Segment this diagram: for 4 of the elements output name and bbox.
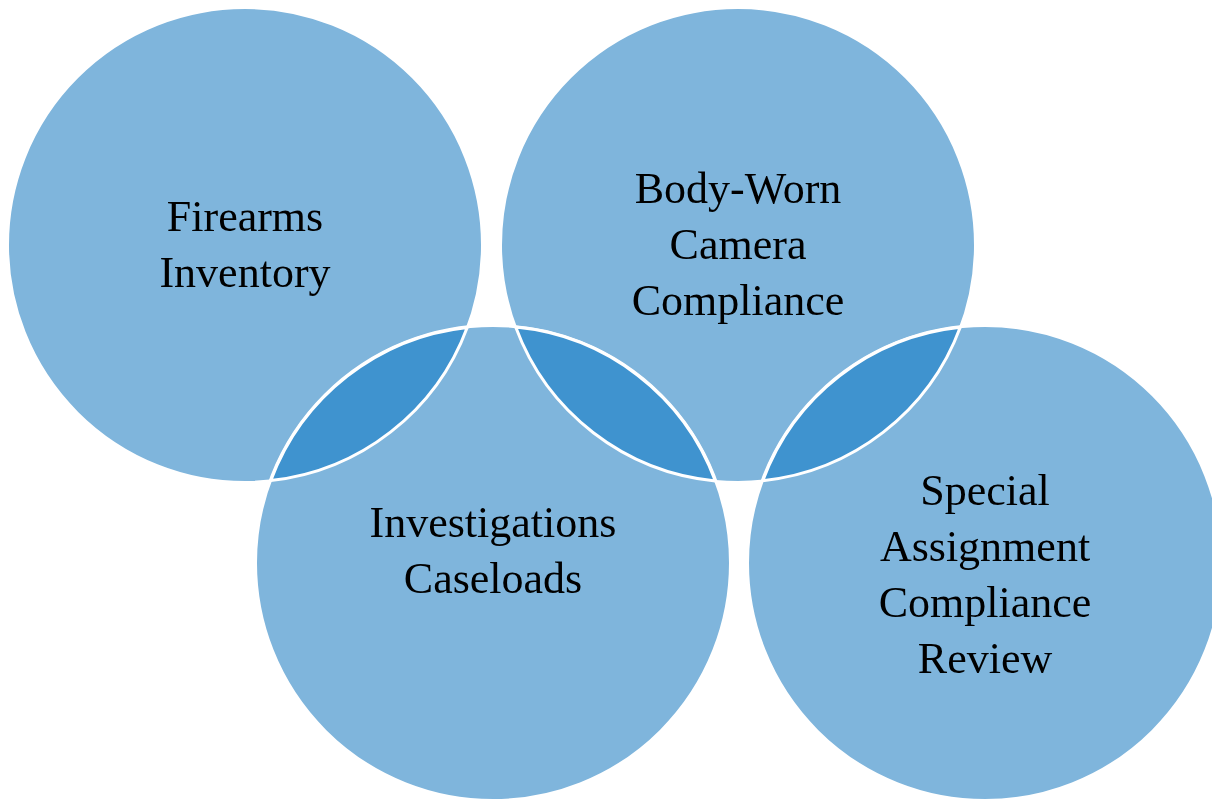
topic-label: Investigations Caseloads	[368, 497, 618, 605]
topic-label: Body-Worn Camera Compliance	[630, 163, 846, 327]
topic-label: Special Assignment Compliance Review	[877, 465, 1093, 685]
topic-label: Firearms Inventory	[158, 191, 332, 299]
